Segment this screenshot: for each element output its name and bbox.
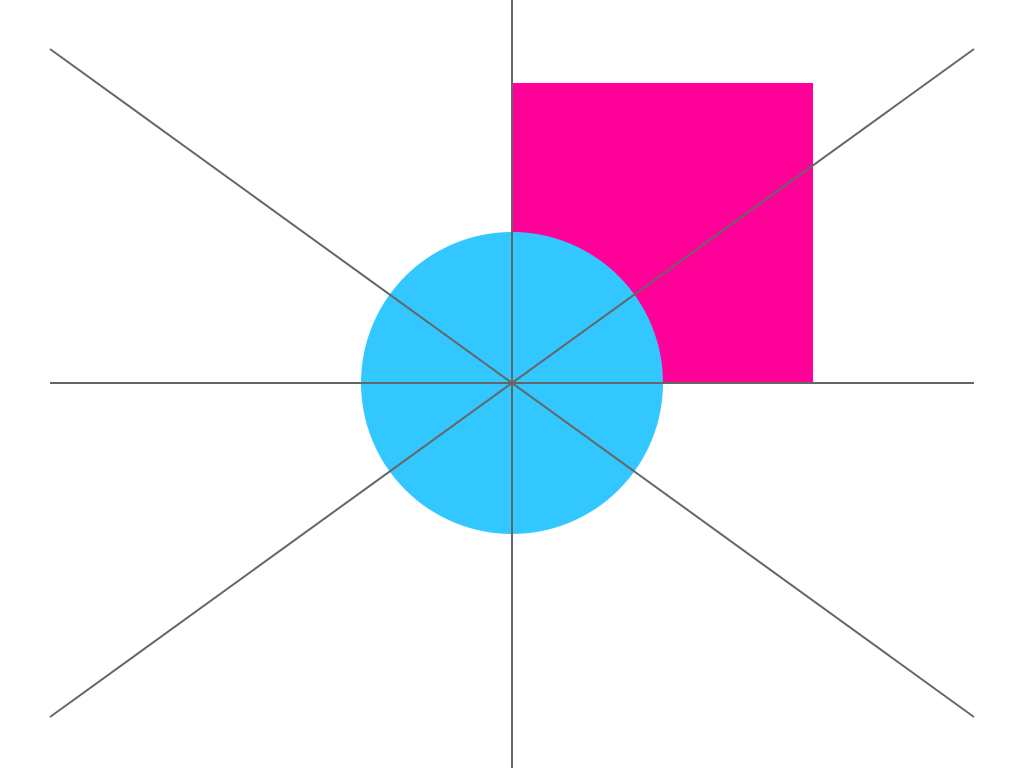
radial-lines bbox=[49, 0, 975, 768]
diagonal-line-ascending bbox=[49, 48, 975, 718]
